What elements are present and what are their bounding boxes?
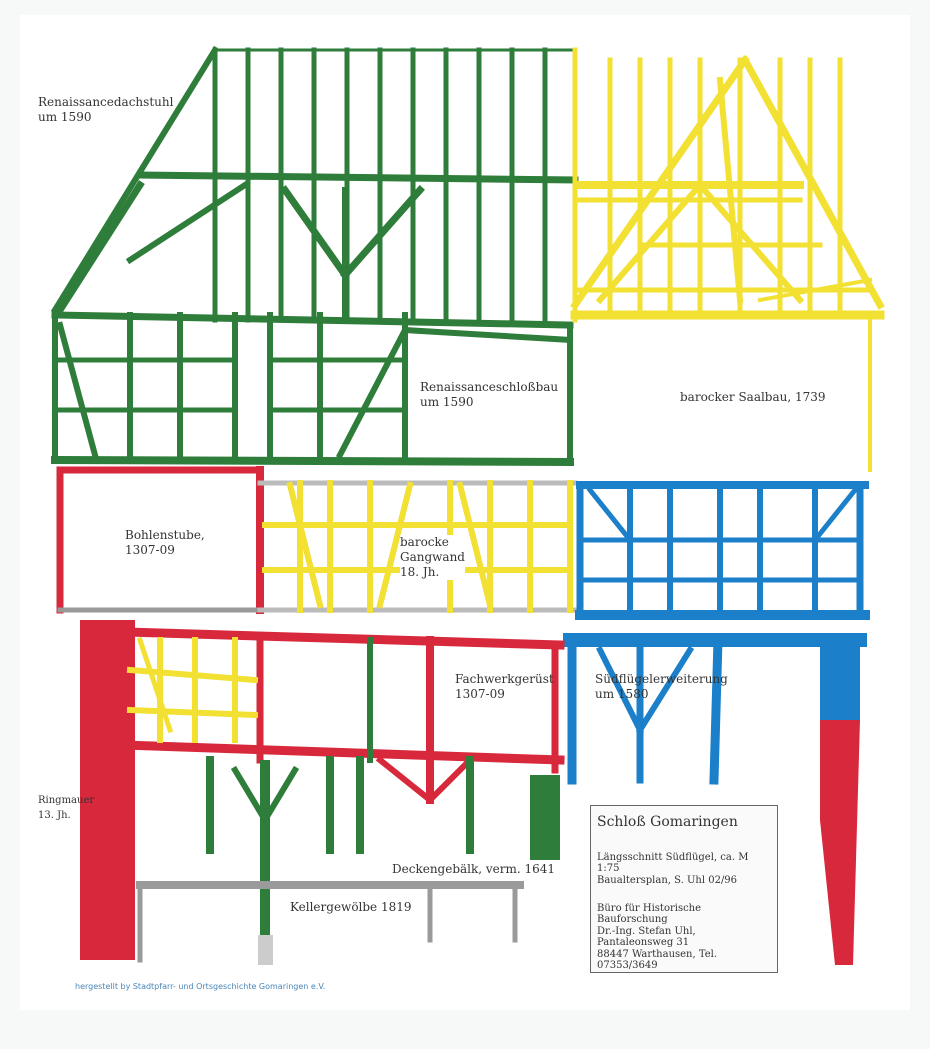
timber-beam — [126, 706, 259, 719]
timber-beam — [230, 765, 270, 825]
brace — [286, 481, 324, 609]
beam — [120, 740, 565, 765]
timber-beam — [260, 765, 300, 825]
beam — [120, 627, 565, 650]
ring-wall — [80, 620, 135, 960]
sill-beam — [50, 455, 575, 467]
title-line: Büro für Historische Bauforschung — [597, 903, 702, 925]
label-plank-room: Bohlenstube,1307-09 — [125, 528, 205, 557]
green-post — [530, 775, 560, 860]
blue-wall — [820, 640, 860, 720]
brace — [280, 185, 350, 280]
title-line: 88447 Warthausen, Tel. 07353/3649 — [597, 949, 718, 971]
title-line: Baualtersplan, S. Uhl 02/96 — [597, 875, 738, 886]
timber-beam — [757, 277, 873, 303]
brace — [55, 180, 145, 315]
foundation — [258, 935, 273, 965]
brace — [695, 180, 805, 305]
title-line: Dr.-Ing. Stefan Uhl, Pantaleonsweg 31 — [597, 926, 696, 948]
timber-beam — [716, 76, 744, 304]
title-block: Schloß Gomaringen Längsschnitt Südflügel… — [590, 805, 778, 973]
collar-beam — [136, 171, 579, 184]
label-baroque-hall: barocker Saalbau, 1739 — [680, 390, 826, 404]
brace — [595, 645, 645, 735]
brace — [425, 755, 475, 805]
brace — [56, 321, 99, 459]
label-ceiling: Deckengebälk, verm. 1641 — [392, 862, 556, 876]
title: Schloß Gomaringen — [597, 814, 738, 830]
post — [709, 635, 723, 785]
brace — [595, 180, 705, 305]
brace — [635, 645, 695, 735]
red-wall — [820, 720, 860, 965]
rafter — [50, 45, 220, 315]
footer-credit: hergestellt by Stadtpfarr- und Ortsgesch… — [75, 982, 326, 991]
label-cellar: Kellergewölbe 1819 — [290, 900, 412, 914]
brace — [340, 185, 425, 280]
title-line: Längsschnitt Südflügel, ca. M 1:75 — [597, 852, 749, 874]
brace — [586, 486, 634, 544]
timber-beam — [401, 326, 574, 344]
brace — [811, 486, 859, 544]
brace — [456, 481, 494, 609]
brace — [335, 325, 410, 460]
brace — [125, 180, 250, 265]
brace — [375, 755, 435, 805]
tie-beam — [51, 311, 574, 329]
brace — [376, 481, 414, 609]
timber-beam — [136, 636, 174, 734]
